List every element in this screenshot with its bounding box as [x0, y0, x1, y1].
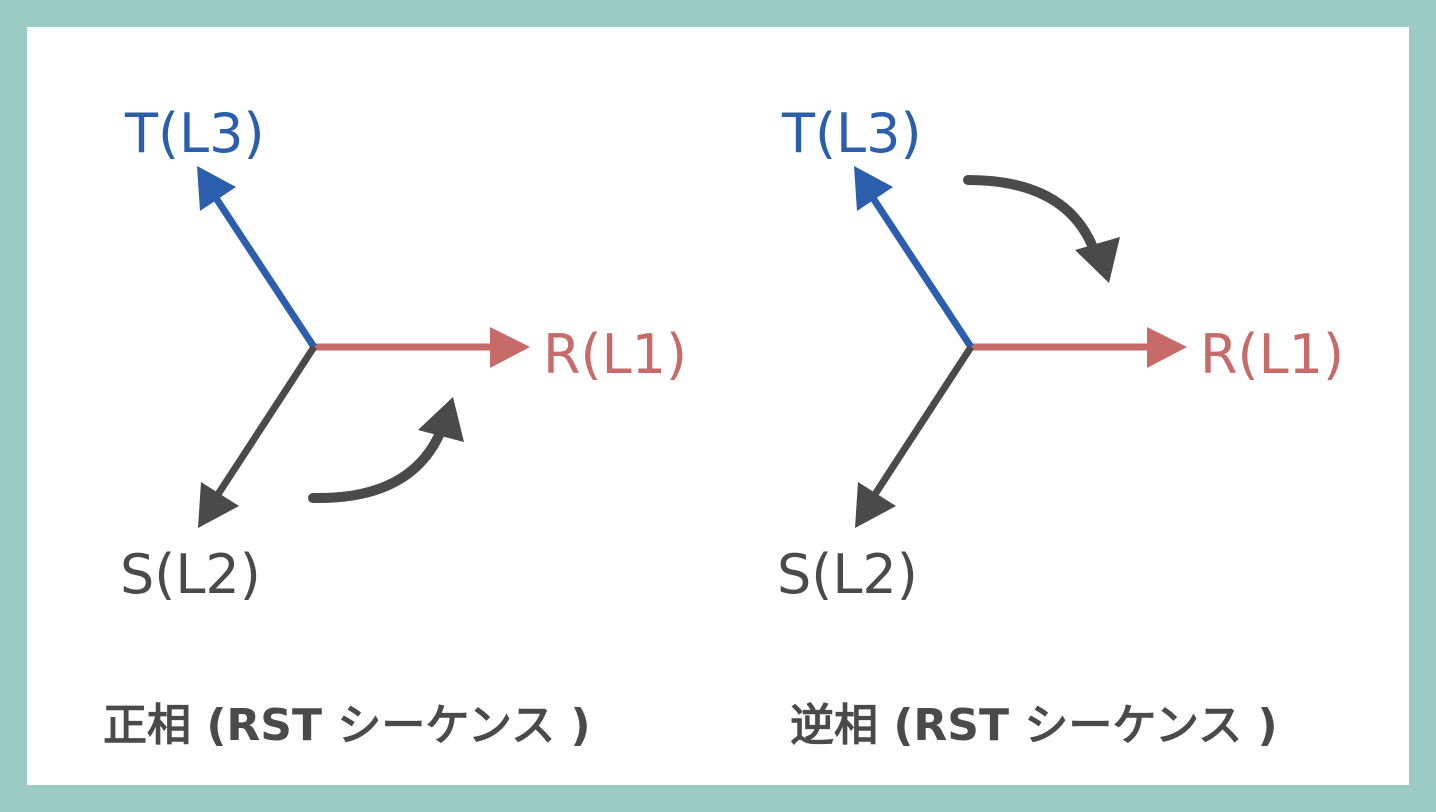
rotation-arrowhead: [1075, 237, 1120, 283]
rotation-arrow: [963, 175, 1099, 255]
s-phase-vector: [210, 345, 317, 504]
s-arrowhead: [198, 482, 239, 528]
r-arrowhead: [490, 327, 530, 368]
s-arrowhead: [855, 482, 896, 528]
t-phase-vector: [209, 190, 317, 349]
caption: 逆相 (RST シーケンス ): [790, 700, 1278, 751]
r-arrowhead: [1147, 327, 1187, 368]
rotation-arrowhead: [418, 397, 464, 442]
r-label: R(L1): [543, 323, 687, 386]
r-label: R(L1): [1200, 323, 1344, 386]
t-label: T(L3): [124, 102, 265, 165]
s-label: S(L2): [777, 543, 918, 606]
t-arrowhead: [197, 166, 236, 211]
t-arrowhead: [854, 166, 893, 211]
positive-sequence-diagram: T(L3) R(L1) S(L2) 正相 (RST シーケンス ): [103, 102, 687, 751]
rotation-arrow: [308, 428, 445, 504]
caption: 正相 (RST シーケンス ): [103, 700, 591, 751]
t-label: T(L3): [781, 102, 922, 165]
t-phase-vector: [866, 190, 974, 349]
negative-sequence-diagram: T(L3) R(L1) S(L2) 逆相 (RST シーケンス ): [777, 102, 1344, 751]
s-phase-vector: [867, 345, 974, 504]
s-label: S(L2): [120, 543, 261, 606]
canvas: [27, 27, 1409, 785]
